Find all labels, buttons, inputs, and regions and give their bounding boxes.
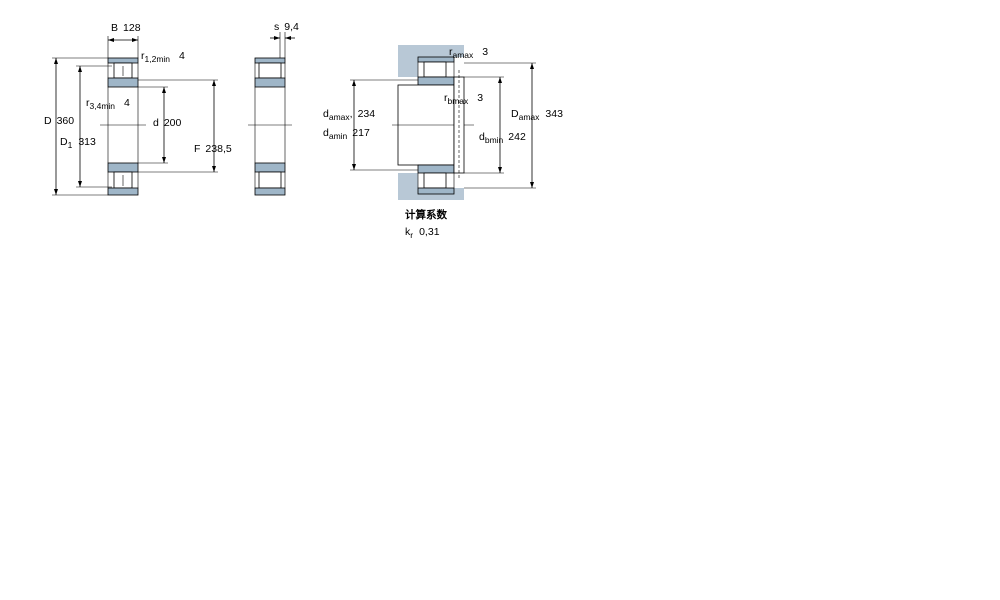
outer-ring-top xyxy=(107,57,139,64)
svg-text:s9,4: s9,4 xyxy=(274,21,299,33)
abutment-view xyxy=(392,45,474,200)
calc-factor-heading: 计算系数 xyxy=(405,208,447,221)
inner-ring-top xyxy=(107,77,139,88)
bearing-cross-section xyxy=(100,57,146,196)
B-value: 128 xyxy=(123,22,141,34)
dim-B: B 128 xyxy=(107,22,141,58)
outer-ring-bottom xyxy=(107,187,139,196)
da-max-label: damax,234 xyxy=(323,108,375,122)
bearing-side-view xyxy=(248,57,292,196)
inner-ring-bottom xyxy=(107,162,139,173)
B-symbol: B xyxy=(111,22,118,34)
